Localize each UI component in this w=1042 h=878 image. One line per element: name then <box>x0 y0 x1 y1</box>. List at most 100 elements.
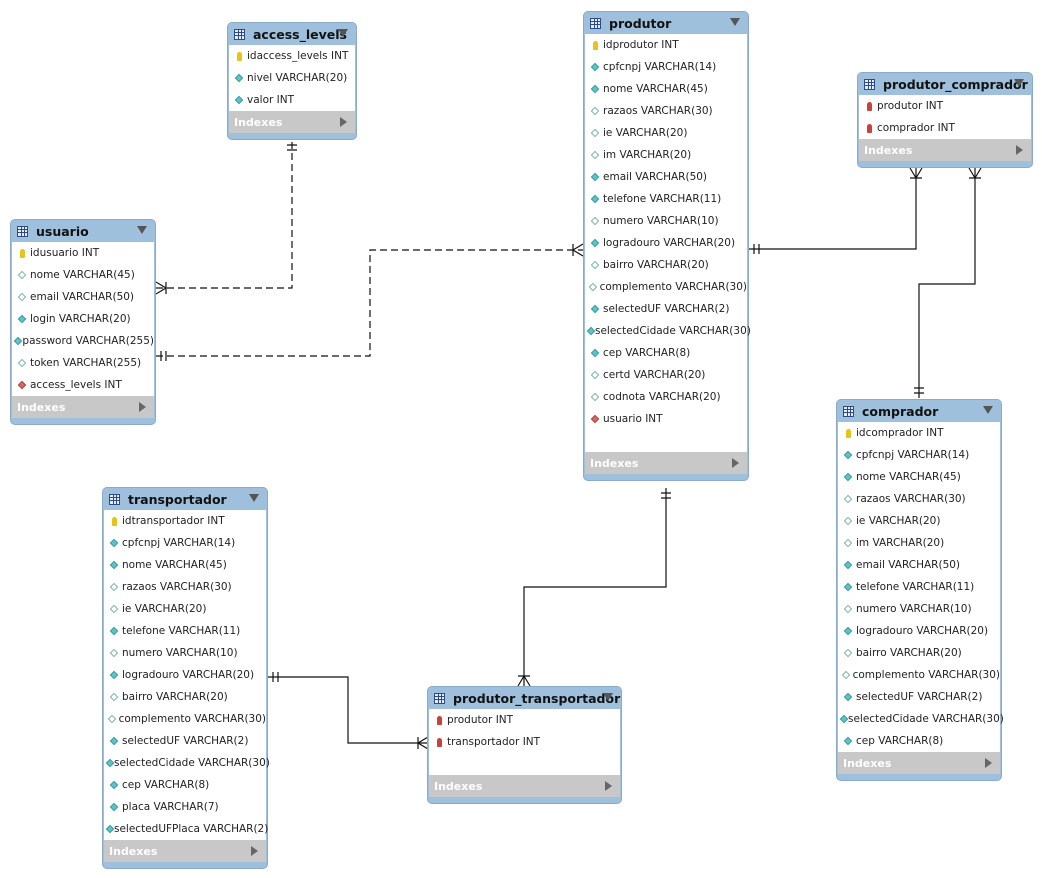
table-header[interactable]: access_levels <box>228 23 356 45</box>
column-row[interactable]: telefone VARCHAR(11) <box>585 188 747 210</box>
collapse-arrow-icon[interactable] <box>249 494 259 502</box>
column-row[interactable]: ie VARCHAR(20) <box>585 122 747 144</box>
table-header[interactable]: transportador <box>103 488 267 510</box>
column-row[interactable]: cep VARCHAR(8) <box>585 342 747 364</box>
column-row[interactable]: numero VARCHAR(10) <box>104 642 266 664</box>
column-row[interactable]: nivel VARCHAR(20) <box>229 67 355 89</box>
column-row[interactable]: selectedUFPlaca VARCHAR(2) <box>104 818 268 840</box>
column-row[interactable]: nome VARCHAR(45) <box>104 554 266 576</box>
column-row[interactable]: nome VARCHAR(45) <box>12 264 154 286</box>
column-row[interactable]: nome VARCHAR(45) <box>585 78 747 100</box>
column-row[interactable]: im VARCHAR(20) <box>585 144 747 166</box>
column-row[interactable]: cpfcnpj VARCHAR(14) <box>838 444 1000 466</box>
indexes-section[interactable]: Indexes <box>229 111 355 133</box>
column-row[interactable]: produtor INT <box>859 95 1031 117</box>
expand-arrow-icon[interactable] <box>605 781 612 791</box>
column-row[interactable]: telefone VARCHAR(11) <box>104 620 266 642</box>
column-row[interactable]: selectedUF VARCHAR(2) <box>104 730 266 752</box>
column-row[interactable]: razaos VARCHAR(30) <box>585 100 747 122</box>
column-row[interactable]: idcomprador INT <box>838 422 1000 444</box>
column-row[interactable]: cep VARCHAR(8) <box>838 730 1000 752</box>
table-header[interactable]: produtor_comprador <box>858 73 1032 95</box>
column-row[interactable]: usuario INT <box>585 408 747 430</box>
column-row[interactable]: codnota VARCHAR(20) <box>585 386 747 408</box>
column-icon <box>588 386 602 408</box>
column-row[interactable]: placa VARCHAR(7) <box>104 796 266 818</box>
column-row[interactable]: complemento VARCHAR(30) <box>104 708 266 730</box>
indexes-section[interactable]: Indexes <box>859 139 1031 161</box>
column-row[interactable]: logradouro VARCHAR(20) <box>104 664 266 686</box>
collapse-arrow-icon[interactable] <box>983 406 993 414</box>
column-row[interactable]: selectedUF VARCHAR(2) <box>585 298 747 320</box>
column-row[interactable]: idusuario INT <box>12 242 154 264</box>
column-row[interactable]: numero VARCHAR(10) <box>585 210 747 232</box>
collapse-arrow-icon[interactable] <box>1014 79 1024 87</box>
expand-arrow-icon[interactable] <box>732 458 739 468</box>
column-row[interactable]: bairro VARCHAR(20) <box>838 642 1000 664</box>
column-row[interactable]: telefone VARCHAR(11) <box>838 576 1000 598</box>
column-icon <box>107 708 118 730</box>
collapse-arrow-icon[interactable] <box>603 693 613 701</box>
table-header[interactable]: produtor_transportador <box>428 687 621 709</box>
column-row[interactable]: email VARCHAR(50) <box>838 554 1000 576</box>
column-icon <box>107 598 121 620</box>
column-row[interactable]: cpfcnpj VARCHAR(14) <box>104 532 266 554</box>
column-row[interactable]: cep VARCHAR(8) <box>104 774 266 796</box>
collapse-arrow-icon[interactable] <box>137 226 147 234</box>
column-row[interactable]: numero VARCHAR(10) <box>838 598 1000 620</box>
indexes-section[interactable]: Indexes <box>12 396 154 418</box>
indexes-section[interactable]: Indexes <box>585 452 747 474</box>
column-row[interactable]: idaccess_levels INT <box>229 45 355 67</box>
collapse-arrow-icon[interactable] <box>730 18 740 26</box>
expand-arrow-icon[interactable] <box>985 758 992 768</box>
column-row[interactable]: bairro VARCHAR(20) <box>585 254 747 276</box>
expand-arrow-icon[interactable] <box>340 117 347 127</box>
table-header[interactable]: comprador <box>837 400 1001 422</box>
column-row[interactable]: idprodutor INT <box>585 34 747 56</box>
column-row[interactable]: selectedCidade VARCHAR(30) <box>104 752 270 774</box>
column-row[interactable]: selectedCidade VARCHAR(30) <box>838 708 1004 730</box>
column-row[interactable]: ie VARCHAR(20) <box>838 510 1000 532</box>
column-row[interactable]: transportador INT <box>429 731 620 753</box>
column-row[interactable]: email VARCHAR(50) <box>585 166 747 188</box>
column-row[interactable]: complemento VARCHAR(30) <box>838 664 1000 686</box>
column-row[interactable]: razaos VARCHAR(30) <box>104 576 266 598</box>
column-row[interactable]: complemento VARCHAR(30) <box>585 276 747 298</box>
column-row[interactable]: selectedCidade VARCHAR(30) <box>585 320 751 342</box>
indexes-section[interactable]: Indexes <box>429 775 620 797</box>
column-row[interactable]: im VARCHAR(20) <box>838 532 1000 554</box>
expand-arrow-icon[interactable] <box>139 402 146 412</box>
column-row[interactable]: access_levels INT <box>12 374 154 396</box>
column-row[interactable]: selectedUF VARCHAR(2) <box>838 686 1000 708</box>
column-row[interactable]: certd VARCHAR(20) <box>585 364 747 386</box>
column-row[interactable]: comprador INT <box>859 117 1031 139</box>
column-row[interactable]: logradouro VARCHAR(20) <box>838 620 1000 642</box>
column-row[interactable]: ie VARCHAR(20) <box>104 598 266 620</box>
column-row[interactable]: login VARCHAR(20) <box>12 308 154 330</box>
column-row[interactable]: bairro VARCHAR(20) <box>104 686 266 708</box>
expand-arrow-icon[interactable] <box>251 846 258 856</box>
column-row[interactable]: idtransportador INT <box>104 510 266 532</box>
column-row[interactable]: email VARCHAR(50) <box>12 286 154 308</box>
column-row[interactable]: logradouro VARCHAR(20) <box>585 232 747 254</box>
column-row[interactable]: razaos VARCHAR(30) <box>838 488 1000 510</box>
column-row[interactable]: produtor INT <box>429 709 620 731</box>
table-header[interactable]: produtor <box>584 12 748 34</box>
column-row[interactable]: cpfcnpj VARCHAR(14) <box>585 56 747 78</box>
expand-arrow-icon[interactable] <box>1016 145 1023 155</box>
indexes-section[interactable]: Indexes <box>838 752 1000 774</box>
column-row[interactable]: token VARCHAR(255) <box>12 352 154 374</box>
column-row[interactable]: password VARCHAR(255) <box>12 330 154 352</box>
column-row[interactable]: nome VARCHAR(45) <box>838 466 1000 488</box>
indexes-section[interactable]: Indexes <box>104 840 266 862</box>
column-row[interactable]: valor INT <box>229 89 355 111</box>
collapse-arrow-icon[interactable] <box>338 29 348 37</box>
table-header[interactable]: usuario <box>11 220 155 242</box>
